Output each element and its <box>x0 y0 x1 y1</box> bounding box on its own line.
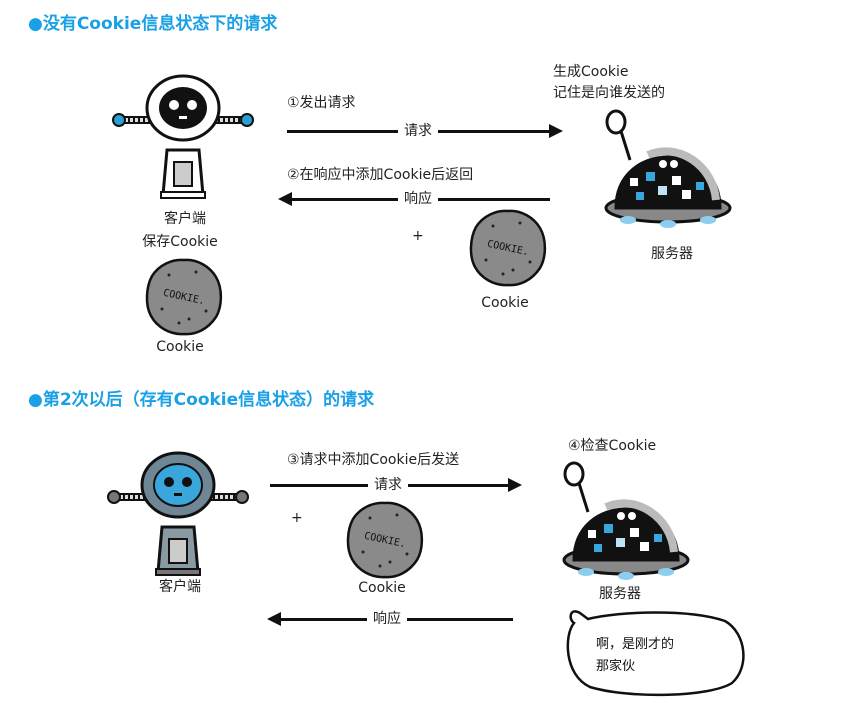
request-arrow: 请求 <box>287 121 563 141</box>
step3-label: ③请求中添加Cookie后发送 <box>287 452 460 468</box>
speech-bubble <box>566 610 745 697</box>
client-note: 保存Cookie <box>142 234 218 250</box>
step2-label: ②在响应中添加Cookie后返回 <box>287 167 474 183</box>
client-label: 客户端 <box>159 579 201 595</box>
request-arrow: 请求 <box>270 475 522 495</box>
response-label: 响应 <box>367 609 407 629</box>
section1-title: ●没有Cookie信息状态下的请求 <box>28 14 278 34</box>
cookie-icon <box>469 209 547 287</box>
response-arrow: 响应 <box>267 609 513 629</box>
server-note-2: 记住是向谁发送的 <box>553 85 665 101</box>
server-label: 服务器 <box>651 246 693 262</box>
response-cookie-label: Cookie <box>481 295 529 311</box>
cookie-icon <box>346 501 424 579</box>
plus-sign: + <box>291 510 303 526</box>
server-robot <box>626 532 627 533</box>
server-note-1: 生成Cookie <box>553 64 629 80</box>
response-arrow: 响应 <box>278 189 550 209</box>
client-robot <box>178 497 179 498</box>
response-label: 响应 <box>398 189 438 209</box>
plus-sign: + <box>412 228 424 244</box>
client-robot <box>183 120 184 121</box>
request-label: 请求 <box>398 121 438 141</box>
bubble-line-2: 那家伙 <box>596 659 636 674</box>
server-robot <box>668 180 669 181</box>
cookie-label: Cookie <box>358 580 406 596</box>
client-cookie-label: Cookie <box>156 339 204 355</box>
bubble-line-1: 啊，是刚才的 <box>596 637 675 652</box>
cookie-icon <box>145 258 223 336</box>
client-label: 客户端 <box>164 211 206 227</box>
step1-label: ①发出请求 <box>287 95 356 111</box>
section2-title: ●第2次以后（存有Cookie信息状态）的请求 <box>28 390 375 410</box>
step4-label: ④检查Cookie <box>568 438 657 454</box>
server-label: 服务器 <box>599 586 641 602</box>
request-label: 请求 <box>368 475 408 495</box>
